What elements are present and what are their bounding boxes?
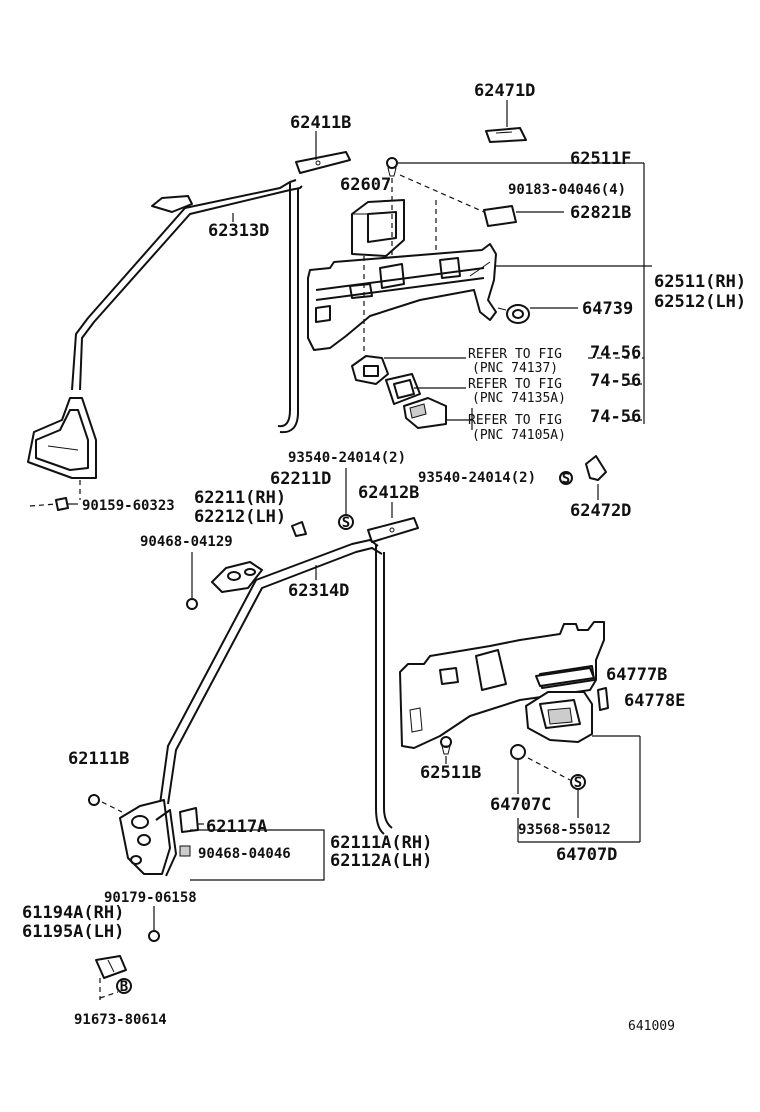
label-62212LH: 62212(LH) xyxy=(194,507,286,527)
label-pnc2: (PNC 74135A) xyxy=(472,391,566,406)
label-62117A: 62117A xyxy=(206,817,267,837)
part-64739-knob[interactable] xyxy=(497,304,530,324)
part-62111B-clip[interactable] xyxy=(88,794,100,806)
label-90159: 90159-60323 xyxy=(82,498,175,514)
part-64707C[interactable] xyxy=(510,744,526,760)
label-pnc3: (PNC 74105A) xyxy=(472,428,566,443)
part-lower-left-trim[interactable] xyxy=(27,397,97,479)
label-62111ARH: 62111A(RH) xyxy=(330,833,432,853)
label-62313D: 62313D xyxy=(208,221,269,241)
part-62411B-bracket[interactable] xyxy=(295,151,351,174)
part-90179-nut[interactable] xyxy=(148,930,160,942)
label-64707C: 64707C xyxy=(490,795,551,815)
label-90468b: 90468-04046 xyxy=(198,846,291,862)
label-62511F: 62511F xyxy=(570,149,631,169)
label-93540a: 93540-24014(2) xyxy=(288,450,406,466)
label-refer2: REFER TO FIG xyxy=(468,377,562,392)
label-62411B: 62411B xyxy=(290,113,351,133)
part-62511F-clip[interactable] xyxy=(386,157,398,177)
label-90468a: 90468-04129 xyxy=(140,534,233,550)
part-64777B[interactable] xyxy=(535,667,595,687)
part-lower-trim-board[interactable] xyxy=(399,621,605,749)
label-62211D: 62211D xyxy=(270,469,331,489)
label-90183: 90183-04046(4) xyxy=(508,182,626,198)
label-62511B: 62511B xyxy=(420,763,481,783)
label-62512LH: 62512(LH) xyxy=(654,292,746,312)
label-fig2: 74-56 xyxy=(590,371,641,391)
label-62412B: 62412B xyxy=(358,483,419,503)
part-90159-clip[interactable] xyxy=(55,497,69,511)
bracket-62111A xyxy=(190,829,325,881)
part-62412B-bracket[interactable] xyxy=(367,517,419,543)
label-62314D: 62314D xyxy=(288,581,349,601)
label-62511RH: 62511(RH) xyxy=(654,272,746,292)
label-62472D: 62472D xyxy=(570,501,631,521)
part-62117A-pad[interactable] xyxy=(179,807,199,833)
part-62511-trim-board[interactable] xyxy=(307,243,497,351)
dash-62111B xyxy=(101,801,123,813)
b-marker: B xyxy=(120,979,128,995)
part-upper-clip[interactable] xyxy=(151,195,193,213)
label-64707D: 64707D xyxy=(556,845,617,865)
part-62511B-clip[interactable] xyxy=(440,736,452,755)
label-62821B: 62821B xyxy=(570,203,631,223)
label-62111B: 62111B xyxy=(68,749,129,769)
part-93540-screw[interactable]: S xyxy=(338,514,354,531)
part-62211-trim[interactable] xyxy=(211,561,263,593)
label-fig3: 74-56 xyxy=(590,407,641,427)
part-refer-74137[interactable] xyxy=(351,355,389,385)
part-62472D-bracket[interactable]: S xyxy=(559,455,607,487)
label-61195A: 61195A(LH) xyxy=(22,922,124,942)
label-90179: 90179-06158 xyxy=(104,890,197,906)
part-62607-grip[interactable] xyxy=(351,199,405,257)
part-64778E[interactable] xyxy=(597,687,609,711)
label-fig1: 74-56 xyxy=(590,343,641,363)
dash-61194A-b xyxy=(99,991,119,999)
label-64777B: 64777B xyxy=(606,665,667,685)
label-64778E: 64778E xyxy=(624,691,685,711)
label-64739: 64739 xyxy=(582,299,633,319)
dash-64707 xyxy=(527,757,571,781)
part-62111A-pillar-trim[interactable] xyxy=(119,799,177,877)
part-90468-04129-clip[interactable] xyxy=(186,598,198,610)
label-refer1: REFER TO FIG xyxy=(468,347,562,362)
label-refer3: REFER TO FIG xyxy=(468,413,562,428)
label-93568: 93568-55012 xyxy=(518,822,611,838)
figure-number: 641009 xyxy=(628,1019,675,1034)
part-62313D-weatherstrip[interactable] xyxy=(71,179,303,434)
dash-b xyxy=(399,174,485,213)
label-62211RH: 62211(RH) xyxy=(194,488,286,508)
s-marker-2: S xyxy=(342,515,350,531)
part-62314D-weatherstrip[interactable] xyxy=(159,539,393,835)
part-62471D-bracket[interactable] xyxy=(485,127,527,143)
part-90468-04046-clip[interactable] xyxy=(179,845,191,857)
label-62607: 62607 xyxy=(340,175,391,195)
s-marker-3: S xyxy=(574,775,582,791)
part-62211-clip[interactable] xyxy=(291,521,307,537)
dash-90159 xyxy=(29,503,57,507)
label-62112ALH: 62112A(LH) xyxy=(330,851,432,871)
label-93540b: 93540-24014(2) xyxy=(418,470,536,486)
part-64707D-box[interactable] xyxy=(525,691,593,743)
label-91673: 91673-80614 xyxy=(74,1012,167,1028)
part-61194A-bracket[interactable] xyxy=(95,955,127,979)
part-refer-74105A[interactable] xyxy=(403,397,447,429)
label-pnc1: (PNC 74137) xyxy=(472,361,558,376)
part-93568-screw[interactable]: S xyxy=(570,774,586,791)
part-91673-bolt[interactable]: B xyxy=(116,978,132,995)
part-62821B-cover[interactable] xyxy=(483,205,517,227)
label-61194A: 61194A(RH) xyxy=(22,903,124,923)
s-marker-1: S xyxy=(562,471,570,487)
part-refer-74135A[interactable] xyxy=(385,373,421,405)
label-62471D: 62471D xyxy=(474,81,535,101)
